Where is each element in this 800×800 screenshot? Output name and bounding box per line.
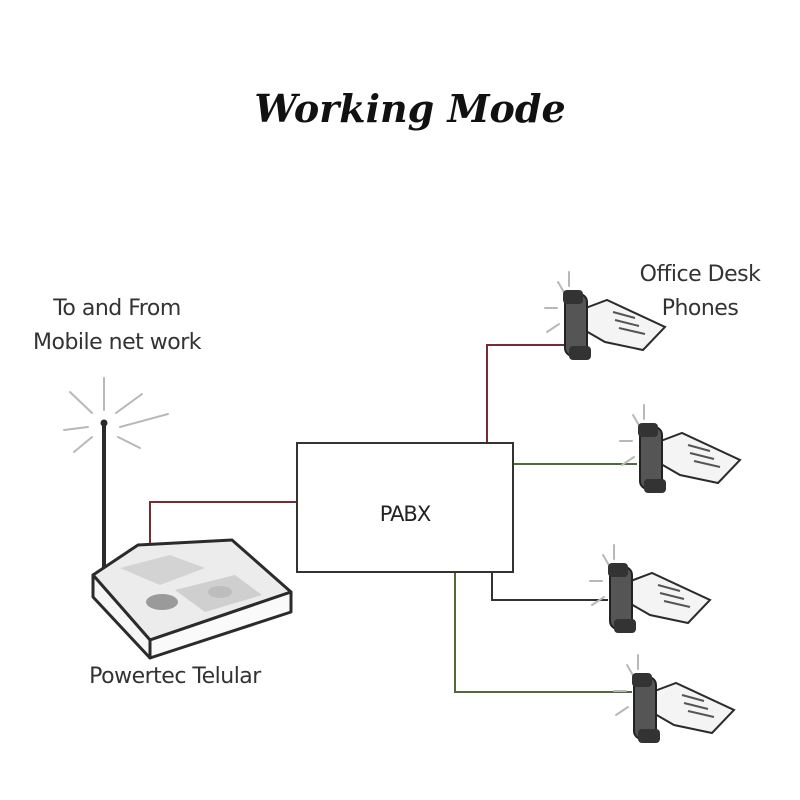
desk-phone-icon [619, 404, 742, 493]
telular-device-icon [91, 538, 293, 660]
connections [149, 344, 637, 693]
link-pabx-phone-4 [454, 572, 632, 693]
desk-phone-icon [544, 271, 667, 360]
network-label-line-2: Mobile net work [33, 330, 202, 355]
link-pabx-phone-3 [491, 572, 608, 601]
pabx-box [296, 442, 514, 573]
phones-label: Office Desk Phones [620, 258, 780, 326]
phones-label-line-1: Office Desk [639, 262, 761, 287]
network-label: To and From Mobile net work [12, 292, 222, 360]
pabx-label: PABX [379, 502, 431, 526]
signal-icon [63, 377, 169, 453]
network-label-line-1: To and From [53, 296, 181, 321]
antenna [100, 419, 108, 575]
link-pabx-phone-1 [486, 344, 565, 443]
desk-phone-icon [589, 544, 712, 633]
page-title: Working Mode [254, 86, 566, 131]
phones-label-line-2: Phones [661, 296, 739, 321]
desk-phone-icon [613, 654, 736, 743]
device-label: Powertec Telular [89, 664, 261, 689]
